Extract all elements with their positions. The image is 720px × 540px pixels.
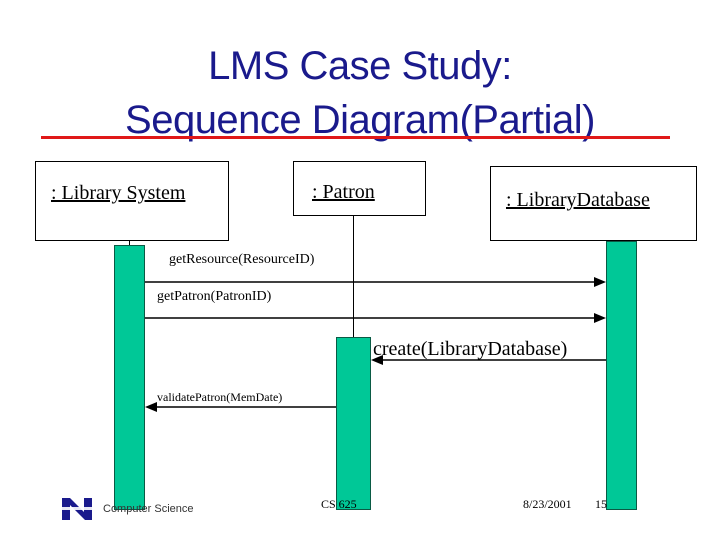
title-underline [41,136,670,139]
arrow-validate-patron [145,402,336,412]
object-label: : LibraryDatabase [506,189,650,211]
arrow-create [371,355,606,365]
object-library-database: : LibraryDatabase [490,166,697,241]
message-label-validate-patron: validatePatron(MemDate) [157,390,283,404]
footer-course: CS 625 [321,497,357,511]
object-label: : Patron [312,181,375,203]
footer-page-number: 15 [595,497,607,511]
footer-department: Computer Science [103,503,194,515]
activation-patron [336,337,371,510]
object-patron: : Patron [293,161,426,216]
slide-title-line1: LMS Case Study: [208,44,512,88]
footer-date: 8/23/2001 [523,497,572,511]
object-library-system: : Library System [35,161,229,241]
object-label: : Library System [51,182,186,204]
slide-title-line2: Sequence Diagram(Partial) [125,98,595,142]
arrow-get-resource [145,277,606,287]
arrow-get-patron [145,313,606,323]
navy-n-logo-icon [60,496,94,522]
activation-library-database [606,241,637,510]
message-label-get-patron: getPatron(PatronID) [157,289,272,304]
message-label-get-resource: getResource(ResourceID) [169,252,315,267]
message-label-create: create(LibraryDatabase) [373,338,568,360]
activation-library-system [114,245,145,510]
